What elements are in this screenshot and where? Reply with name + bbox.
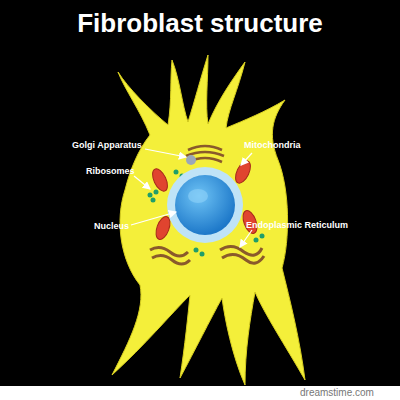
part-label: Mitochondria bbox=[244, 140, 301, 151]
nucleus bbox=[175, 175, 235, 235]
vesicle bbox=[186, 155, 196, 165]
endoplasmic-reticulum bbox=[150, 246, 264, 264]
leader-lines bbox=[131, 149, 252, 247]
part-label: Endoplasmic Reticulum bbox=[246, 220, 348, 231]
nucleolus bbox=[188, 189, 208, 203]
watermark-bar bbox=[0, 386, 400, 400]
title: Fibroblast structure bbox=[0, 8, 400, 39]
ribosomes bbox=[148, 170, 265, 257]
part-label: Ribosomes bbox=[86, 166, 135, 177]
part-label: Golgi Apparatus bbox=[72, 140, 142, 151]
part-label: Nucleus bbox=[94, 221, 129, 232]
nucleus-envelope bbox=[167, 167, 243, 243]
watermark: dreamstime.com bbox=[300, 387, 374, 398]
